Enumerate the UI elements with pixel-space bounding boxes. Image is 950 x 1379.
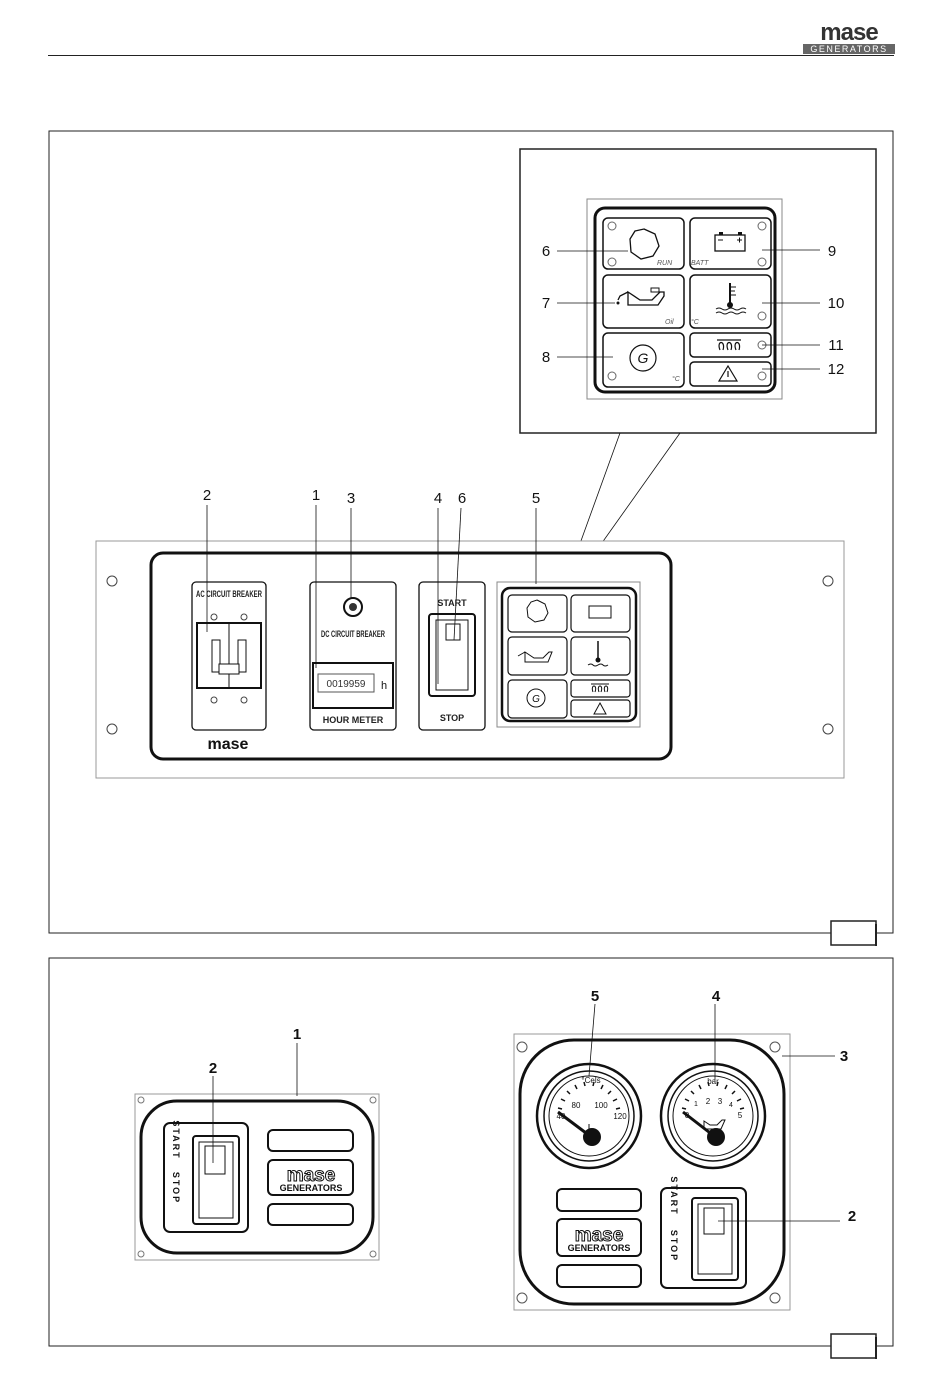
temp-tick-100: 100 bbox=[594, 1101, 608, 1110]
right-indicator-top bbox=[557, 1189, 641, 1211]
temp-tick-80: 80 bbox=[572, 1101, 581, 1110]
panel-callout-1: 1 bbox=[312, 487, 320, 504]
left-callout-2: 2 bbox=[209, 1060, 217, 1077]
temp-unit: °Cels bbox=[581, 1076, 600, 1085]
figure-1-tab bbox=[831, 921, 876, 945]
figure-1: RUN BATT Oil °C G °C bbox=[0, 0, 950, 950]
panel-callout-5: 5 bbox=[532, 490, 540, 507]
temp-tick-120: 120 bbox=[613, 1112, 627, 1121]
inset-lamp-module: RUN BATT Oil °C G °C bbox=[587, 199, 782, 399]
press-tick-3: 3 bbox=[718, 1097, 723, 1106]
left-callout-1: 1 bbox=[293, 1026, 301, 1043]
gen-letter: G bbox=[638, 350, 649, 366]
hour-unit: h bbox=[381, 680, 387, 692]
inset-callout-11: 11 bbox=[828, 337, 844, 354]
ac-breaker-label: AC CIRCUIT BREAKER bbox=[196, 589, 262, 599]
temperature-gauge: °Cels 40 80 100 120 bbox=[537, 1064, 641, 1168]
press-tick-2: 2 bbox=[706, 1097, 711, 1106]
lamp-glow bbox=[690, 333, 771, 357]
inset-callout-6: 6 bbox=[542, 243, 550, 260]
start-stop-rocker[interactable] bbox=[429, 614, 475, 696]
panel-callout-2: 2 bbox=[203, 487, 211, 504]
batt-text: BATT bbox=[691, 260, 709, 267]
inset-callout-8: 8 bbox=[542, 349, 550, 366]
inset-callout-9: 9 bbox=[828, 243, 836, 260]
inset-callout-7: 7 bbox=[542, 295, 550, 312]
oil-text: Oil bbox=[665, 319, 674, 326]
right-stop-text: STOP bbox=[669, 1230, 679, 1262]
start-label: START bbox=[437, 598, 467, 608]
gen-unit: °C bbox=[672, 375, 681, 383]
left-stop-text: STOP bbox=[171, 1172, 181, 1204]
left-logo-sub: GENERATORS bbox=[280, 1183, 343, 1193]
press-tick-5: 5 bbox=[738, 1111, 743, 1120]
right-logo-sub: GENERATORS bbox=[568, 1243, 631, 1253]
right-indicator-bottom bbox=[557, 1265, 641, 1287]
press-tick-1: 1 bbox=[694, 1101, 698, 1108]
right-start-text: START bbox=[669, 1176, 679, 1215]
figure-2-tab bbox=[831, 1334, 876, 1358]
panel-callout-4: 4 bbox=[434, 490, 442, 507]
right-callout-4: 4 bbox=[712, 988, 721, 1005]
inset-callout-10: 10 bbox=[828, 295, 845, 312]
hour-meter-label: HOUR METER bbox=[323, 715, 384, 725]
press-tick-4: 4 bbox=[729, 1102, 733, 1109]
panel-callout-3: 3 bbox=[347, 490, 355, 507]
hour-value: 0019959 bbox=[327, 679, 366, 690]
ac-breaker-switch[interactable] bbox=[197, 623, 261, 688]
panel-callout-6: 6 bbox=[458, 490, 466, 507]
left-indicator-top bbox=[268, 1130, 353, 1151]
right-start-stop-rocker[interactable] bbox=[692, 1198, 738, 1280]
temp-text: °C bbox=[691, 318, 700, 326]
panel-lamp-module: G bbox=[497, 582, 640, 727]
run-text: RUN bbox=[657, 260, 673, 267]
svg-text:G: G bbox=[532, 694, 540, 705]
press-unit: bar bbox=[707, 1077, 719, 1086]
left-indicator-bottom bbox=[268, 1204, 353, 1225]
right-callout-3: 3 bbox=[840, 1048, 848, 1065]
panel-brand: mase bbox=[208, 736, 249, 753]
dc-breaker-label: DC CIRCUIT BREAKER bbox=[321, 629, 385, 639]
inset-callout-12: 12 bbox=[828, 361, 845, 378]
left-start-text: START bbox=[171, 1120, 181, 1159]
left-start-stop-rocker[interactable] bbox=[193, 1136, 239, 1224]
right-callout-5: 5 bbox=[591, 988, 599, 1005]
stop-label: STOP bbox=[440, 713, 464, 723]
right-callout-2: 2 bbox=[848, 1208, 856, 1225]
oil-pressure-gauge: bar 0 1 2 3 4 5 bbox=[661, 1064, 765, 1168]
figure-2: START STOP mase GENERATORS 1 2 °Cels 40 … bbox=[0, 950, 950, 1379]
